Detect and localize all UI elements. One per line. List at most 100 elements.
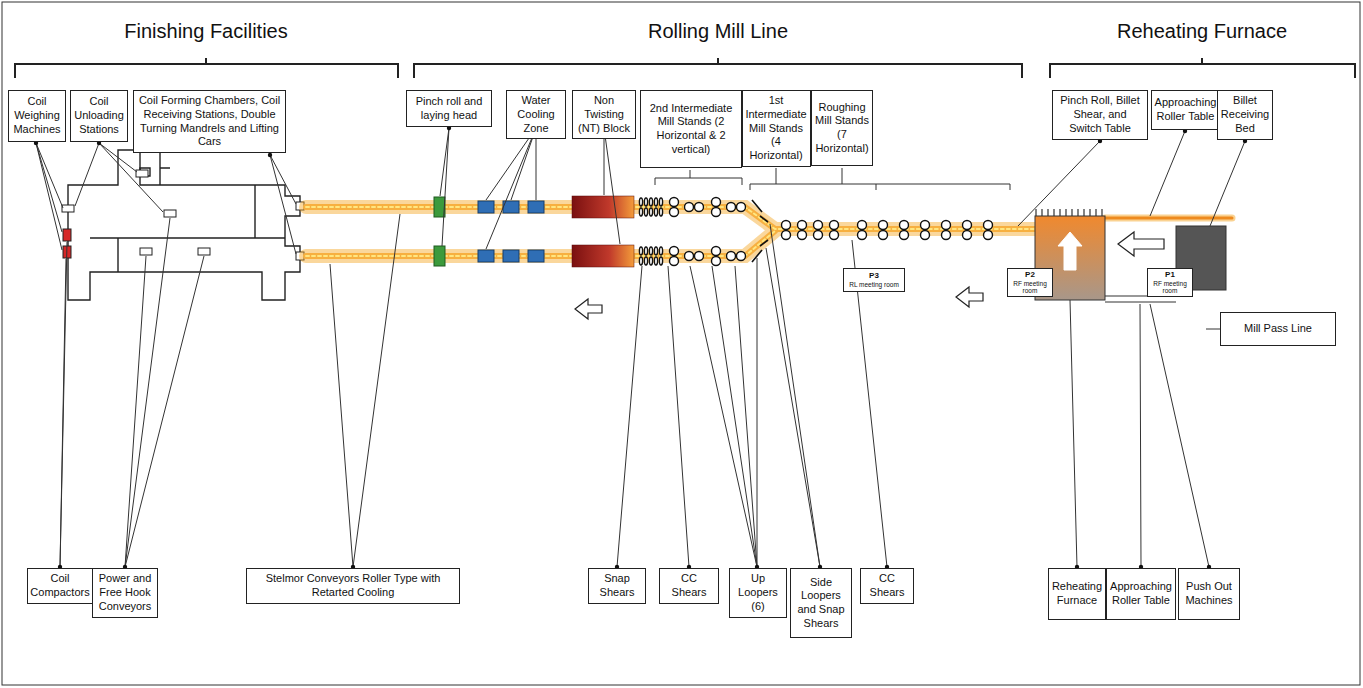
mill-roll xyxy=(727,203,736,212)
label-box: Billet Receiving Bed xyxy=(1217,90,1273,140)
reheating-furnace xyxy=(1058,232,1082,270)
mill-roll xyxy=(685,203,694,212)
mill-roll xyxy=(737,203,746,212)
mill-roll xyxy=(814,221,823,230)
pinch-roll xyxy=(434,246,445,266)
mill-roll xyxy=(644,198,647,206)
box-text: Push Out Machines xyxy=(1182,580,1236,608)
mill-roll xyxy=(654,257,657,265)
box-text: Mill Pass Line xyxy=(1244,322,1312,336)
hot-rod-glow xyxy=(306,207,1035,256)
cooling-box xyxy=(503,250,519,262)
room-marker: P1RF meeting room xyxy=(1147,268,1193,297)
leader-line xyxy=(1150,304,1209,567)
label-box: Approaching Roller Table xyxy=(1151,90,1221,130)
label-box: Up Loopers (6) xyxy=(729,568,787,618)
pinch-roll xyxy=(434,197,445,217)
mill-roll xyxy=(644,247,647,255)
mill-roll xyxy=(654,247,657,255)
mill-roll xyxy=(879,231,888,240)
mill-roll xyxy=(659,247,662,255)
label-box: Water Cooling Zone xyxy=(506,90,566,139)
leader-line xyxy=(440,128,449,246)
mill-roll xyxy=(639,198,642,206)
mill-roll xyxy=(670,198,679,207)
box-text: RL meeting room xyxy=(849,281,899,288)
box-text: CC Shears xyxy=(663,572,715,600)
mill-roll xyxy=(649,198,652,206)
leader-line xyxy=(766,224,820,567)
cooling-box xyxy=(528,201,544,213)
label-box: Coil Weighing Machines xyxy=(8,90,66,142)
leader-line xyxy=(1070,300,1077,567)
mill-roll xyxy=(695,252,704,261)
coil-station xyxy=(140,248,152,255)
room-marker: P3RL meeting room xyxy=(843,268,905,292)
mill-roll xyxy=(798,221,807,230)
mill-roll xyxy=(942,231,951,240)
label-box: Stelmor Conveyors Roller Type with Retar… xyxy=(246,568,460,604)
section-bracket xyxy=(1050,58,1355,78)
mill-roll xyxy=(900,231,909,240)
mill-roll xyxy=(639,208,642,216)
mill-roll xyxy=(649,247,652,255)
label-box: Coil Compactors xyxy=(27,568,94,604)
mill-roll xyxy=(712,198,721,207)
leader-line xyxy=(690,258,757,567)
hot-rod-glow xyxy=(306,207,1035,256)
leader-line xyxy=(1140,304,1141,567)
label-box: Coil Unloading Stations xyxy=(70,90,128,142)
flow-arrow xyxy=(1118,232,1164,256)
section-heading: Rolling Mill Line xyxy=(648,20,788,43)
section-bracket xyxy=(414,58,1022,78)
box-text: Approaching Roller Table xyxy=(1110,580,1172,608)
mill-roll xyxy=(639,247,642,255)
mill-roll xyxy=(712,247,721,256)
box-text: Billet Receiving Bed xyxy=(1221,94,1269,135)
box-text: RF meeting room xyxy=(1010,280,1050,294)
leader-dot xyxy=(34,126,1247,569)
water-cooling-zone xyxy=(572,196,634,267)
leader-line xyxy=(1210,141,1245,226)
box-text: P3 xyxy=(869,272,879,281)
leader-line xyxy=(1206,329,1220,330)
mill-roll xyxy=(984,221,993,230)
label-box: Power and Free Hook Conveyors xyxy=(92,568,158,618)
coil-station xyxy=(62,205,74,212)
label-box: Coil Forming Chambers, Coil Receiving St… xyxy=(133,90,286,153)
section-bracket xyxy=(15,58,1355,78)
mill-roll xyxy=(900,221,909,230)
mill-roll xyxy=(644,208,647,216)
box-text: 1st Intermediate Mill Stands (4 Horizont… xyxy=(745,94,806,163)
mill-bracket xyxy=(750,168,1010,190)
box-text: Snap Shears xyxy=(592,572,642,600)
label-box: Mill Pass Line xyxy=(1220,312,1336,346)
section-heading: Reheating Furnace xyxy=(1117,20,1287,43)
water-cooling-zone xyxy=(572,196,634,218)
cooling-box xyxy=(478,250,494,262)
box-text: Side Loopers and Snap Shears xyxy=(794,576,848,631)
flow-arrow xyxy=(575,299,602,319)
box-text: P1 xyxy=(1165,271,1175,280)
looper xyxy=(752,200,768,262)
mill-roll xyxy=(685,252,694,261)
mill-roll xyxy=(659,208,662,216)
mill-roll xyxy=(921,221,930,230)
mill-roll xyxy=(984,231,993,240)
mill-roll xyxy=(830,221,839,230)
leader-line xyxy=(36,143,63,250)
box-text: Reheating Furnace xyxy=(1052,580,1102,608)
mill-roll xyxy=(659,198,662,206)
box-text: Coil Weighing Machines xyxy=(12,95,62,136)
finishing-building xyxy=(90,150,285,272)
box-text: Stelmor Conveyors Roller Type with Retar… xyxy=(250,572,456,600)
label-box: Push Out Machines xyxy=(1178,568,1240,620)
leader-line xyxy=(75,143,163,212)
mill-roll xyxy=(727,252,736,261)
mill-roll xyxy=(963,221,972,230)
label-box: Approaching Roller Table xyxy=(1106,568,1176,620)
cooling-box xyxy=(478,201,494,213)
mill-roll xyxy=(639,198,992,266)
mill-roll xyxy=(858,231,867,240)
